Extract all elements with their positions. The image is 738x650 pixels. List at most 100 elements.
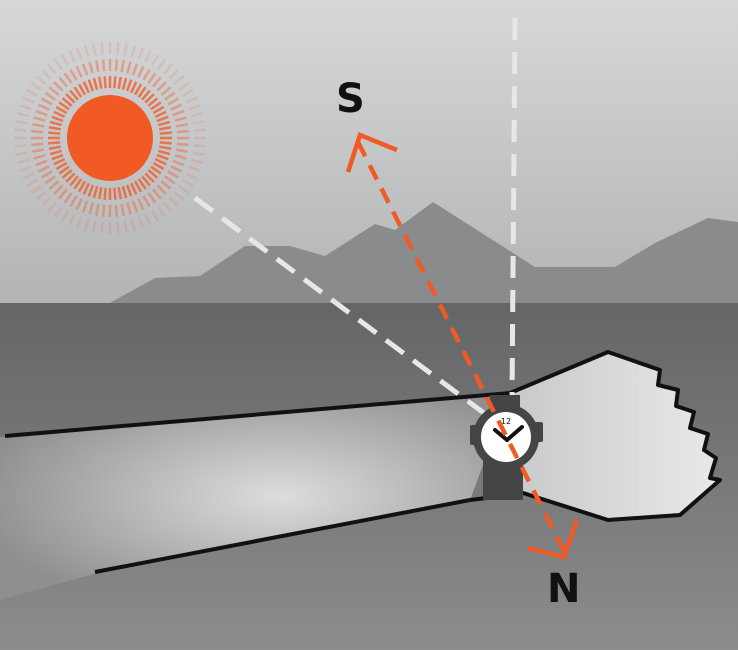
mountains	[108, 202, 738, 304]
sun-ray	[69, 68, 78, 81]
sun-ray	[30, 81, 42, 91]
sun-ray	[100, 42, 104, 55]
sun-ray	[150, 210, 160, 222]
sun-ray	[47, 201, 57, 213]
sun-ray	[185, 172, 198, 180]
arm-top-outline	[4, 391, 511, 438]
sun-ray	[114, 204, 119, 217]
sun-ray	[129, 182, 138, 195]
sun-ray	[147, 192, 157, 204]
sun-ray	[120, 59, 125, 73]
sun-ray	[152, 76, 162, 88]
sun-ray	[14, 144, 27, 148]
sun-ray	[163, 63, 173, 75]
sun-ray	[157, 58, 167, 70]
sun-ray	[35, 75, 47, 85]
sun-ray	[60, 54, 70, 66]
sun-ray	[35, 191, 47, 201]
sun-ray	[69, 89, 79, 101]
sun-ray	[188, 165, 201, 173]
sun-ray	[14, 128, 27, 132]
sun-ray	[40, 97, 53, 106]
sun-ray	[58, 165, 70, 175]
sun-ray	[116, 221, 120, 234]
sun-ray	[126, 202, 132, 215]
sun-ray	[147, 169, 159, 179]
sun-ray	[137, 86, 147, 98]
sun-ray	[163, 201, 173, 213]
sun-ray	[58, 101, 70, 111]
sun-ray	[154, 157, 167, 166]
sun-ray	[168, 196, 179, 207]
sun-ray	[58, 188, 68, 200]
sun-ray	[185, 96, 198, 104]
sun-ray	[172, 159, 185, 167]
sun-ray	[48, 126, 61, 131]
sun-ray	[170, 103, 183, 111]
sun-ray	[16, 111, 30, 118]
sun-ray	[101, 59, 106, 72]
hour-hand	[493, 428, 509, 442]
sun-ray	[173, 75, 185, 85]
sun-ray	[58, 76, 68, 88]
sun-ray	[35, 159, 48, 167]
sun-ray	[22, 172, 35, 180]
sun-ray	[53, 110, 66, 119]
sun-ray	[175, 148, 189, 153]
sun-ray	[81, 63, 89, 76]
sun-ray	[144, 50, 152, 63]
sun-ray	[150, 54, 160, 66]
sun-ray	[103, 76, 107, 89]
sun-ray	[193, 144, 206, 148]
sun-ray	[92, 77, 99, 91]
sun-ray	[41, 196, 52, 207]
sun-ray	[83, 44, 90, 58]
sun-ray	[167, 97, 180, 106]
sun-ray	[159, 126, 172, 131]
sun-ray	[41, 69, 52, 80]
north-arrowhead	[527, 519, 580, 560]
sun-ray	[130, 44, 137, 58]
sun-ray	[75, 198, 83, 211]
sun-ray	[131, 63, 139, 76]
sun-ray	[26, 178, 38, 188]
sun-ray	[130, 218, 137, 232]
sun-ray	[37, 103, 50, 111]
sun-ray	[77, 83, 87, 96]
sun-ray	[182, 178, 194, 188]
sun-ray	[133, 83, 143, 96]
sun-ray	[170, 165, 183, 173]
sun-ray	[48, 86, 60, 96]
sun-disc	[67, 95, 153, 181]
sun-ray	[82, 182, 91, 195]
sun-ray	[26, 88, 38, 98]
sun-ray	[63, 72, 73, 84]
sun-ray	[31, 148, 45, 153]
sun-ray	[156, 81, 167, 92]
sun-ray	[152, 105, 165, 115]
sun-ray	[48, 131, 61, 135]
sun-ray	[123, 43, 128, 56]
sun-ray	[190, 158, 204, 165]
sun-ray	[156, 184, 167, 195]
sun-ray	[55, 105, 68, 115]
sun-ray	[147, 72, 157, 84]
sun-ray	[40, 170, 53, 179]
sun-ray	[147, 97, 159, 107]
sun-ray	[144, 213, 152, 226]
sun-ray	[22, 96, 35, 104]
sun-ray	[182, 88, 194, 98]
sun-ray	[142, 195, 151, 208]
sun-ray	[152, 161, 165, 171]
sun-ray	[137, 198, 145, 211]
sun-ray	[48, 145, 61, 150]
sun-ray	[190, 111, 204, 118]
sun-ray	[120, 203, 125, 217]
sun-ray	[150, 101, 162, 111]
sun-ray	[174, 116, 187, 122]
sun-ray	[121, 77, 128, 91]
sun-ray	[114, 59, 119, 72]
sun-ray	[164, 91, 176, 101]
sun-ray	[137, 47, 145, 60]
sun-ray	[53, 206, 63, 218]
